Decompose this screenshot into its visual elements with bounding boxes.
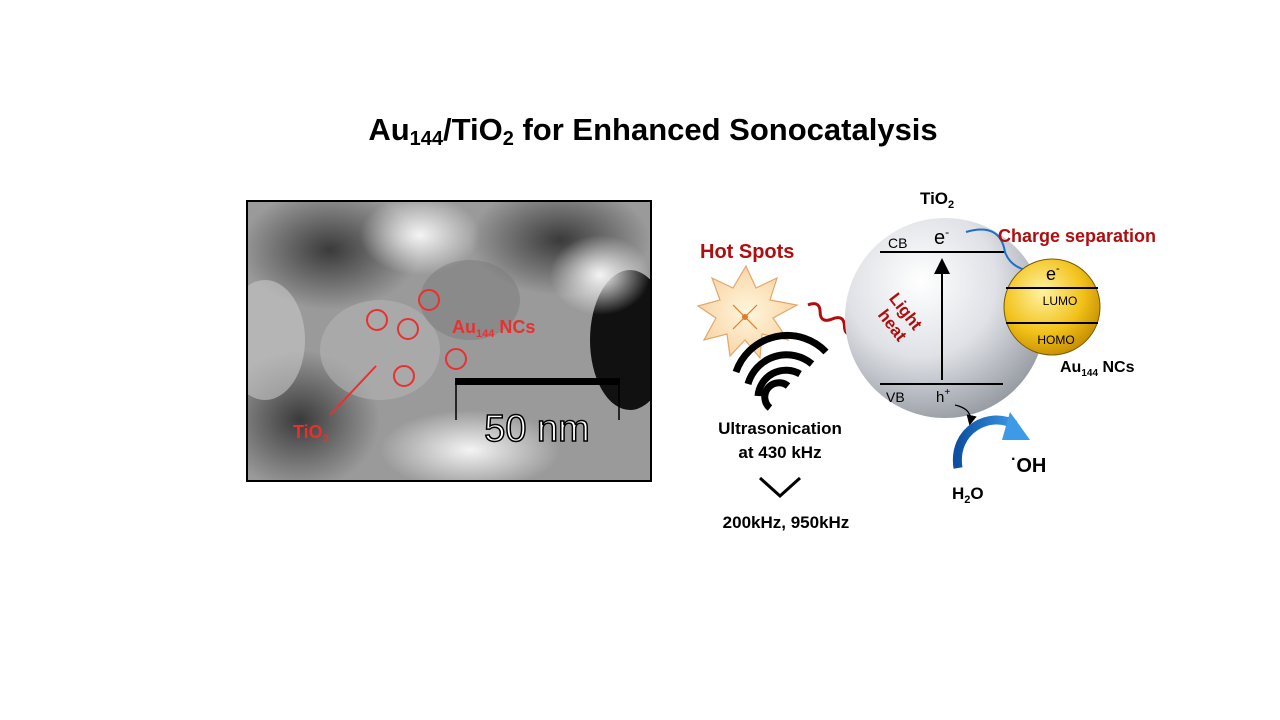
tem-tio2-label: TiO2: [293, 422, 329, 445]
cb-electron-label: e-: [934, 225, 949, 249]
scale-bar-label: 50 nm: [484, 408, 590, 450]
alternate-frequency-label: 200kHz, 950kHz: [723, 513, 850, 532]
h2o-label: H2O: [952, 484, 984, 506]
au-ncs-label: Au144 NCs: [1060, 359, 1135, 379]
lumo-electron-label: e-: [1046, 263, 1060, 284]
vb-label: VB: [886, 389, 905, 405]
hot-spots-group: Hot Spots Ultrasonication at 430 kHz 200…: [696, 241, 911, 532]
nanocluster-marker: [418, 289, 440, 311]
au-nanocluster: e- LUMO HOMO Au144 NCs: [1003, 258, 1135, 379]
tem-au-label: Au144 NCs: [452, 317, 535, 340]
frequency-label: at 430 kHz: [738, 443, 821, 462]
tio2-label: TiO2: [920, 189, 954, 211]
oxidation-arrowhead: [1002, 412, 1030, 440]
oh-radical-label: ·OH: [1011, 451, 1046, 477]
tem-image: Au144 NCs TiO2 50 nm: [246, 200, 652, 482]
tio2-sphere: [845, 218, 1045, 418]
hot-spot-burst-icon: [696, 264, 799, 360]
tio2-pointer-line: [329, 365, 377, 416]
hole-label: h+: [936, 387, 950, 406]
chevron-down-icon: [758, 476, 802, 499]
nanocluster-marker: [445, 348, 467, 370]
page-title: Au144/TiO2 for Enhanced Sonocatalysis: [368, 112, 938, 150]
au-cluster-sphere: [1003, 258, 1101, 356]
hole-transfer-arrow: [954, 404, 977, 426]
charge-separation-label: Charge separation: [998, 226, 1156, 246]
oxidation-arrow: [952, 415, 1018, 469]
water-oxidation: ·OH H2O: [952, 412, 1046, 506]
ultrasonication-label: Ultrasonication: [718, 419, 842, 438]
band-diagram: TiO2 CB VB e- h+ Light heat Charge separ…: [845, 189, 1156, 426]
hot-spots-label: Hot Spots: [700, 241, 794, 263]
lumo-label: LUMO: [1043, 294, 1078, 308]
cb-label: CB: [888, 235, 907, 251]
ultrasound-wave-icon: [732, 332, 829, 411]
scale-bar: [455, 378, 620, 385]
nanocluster-marker: [397, 318, 419, 340]
nanocluster-marker: [393, 365, 415, 387]
nanocluster-marker: [366, 309, 388, 331]
homo-label: HOMO: [1037, 333, 1074, 347]
